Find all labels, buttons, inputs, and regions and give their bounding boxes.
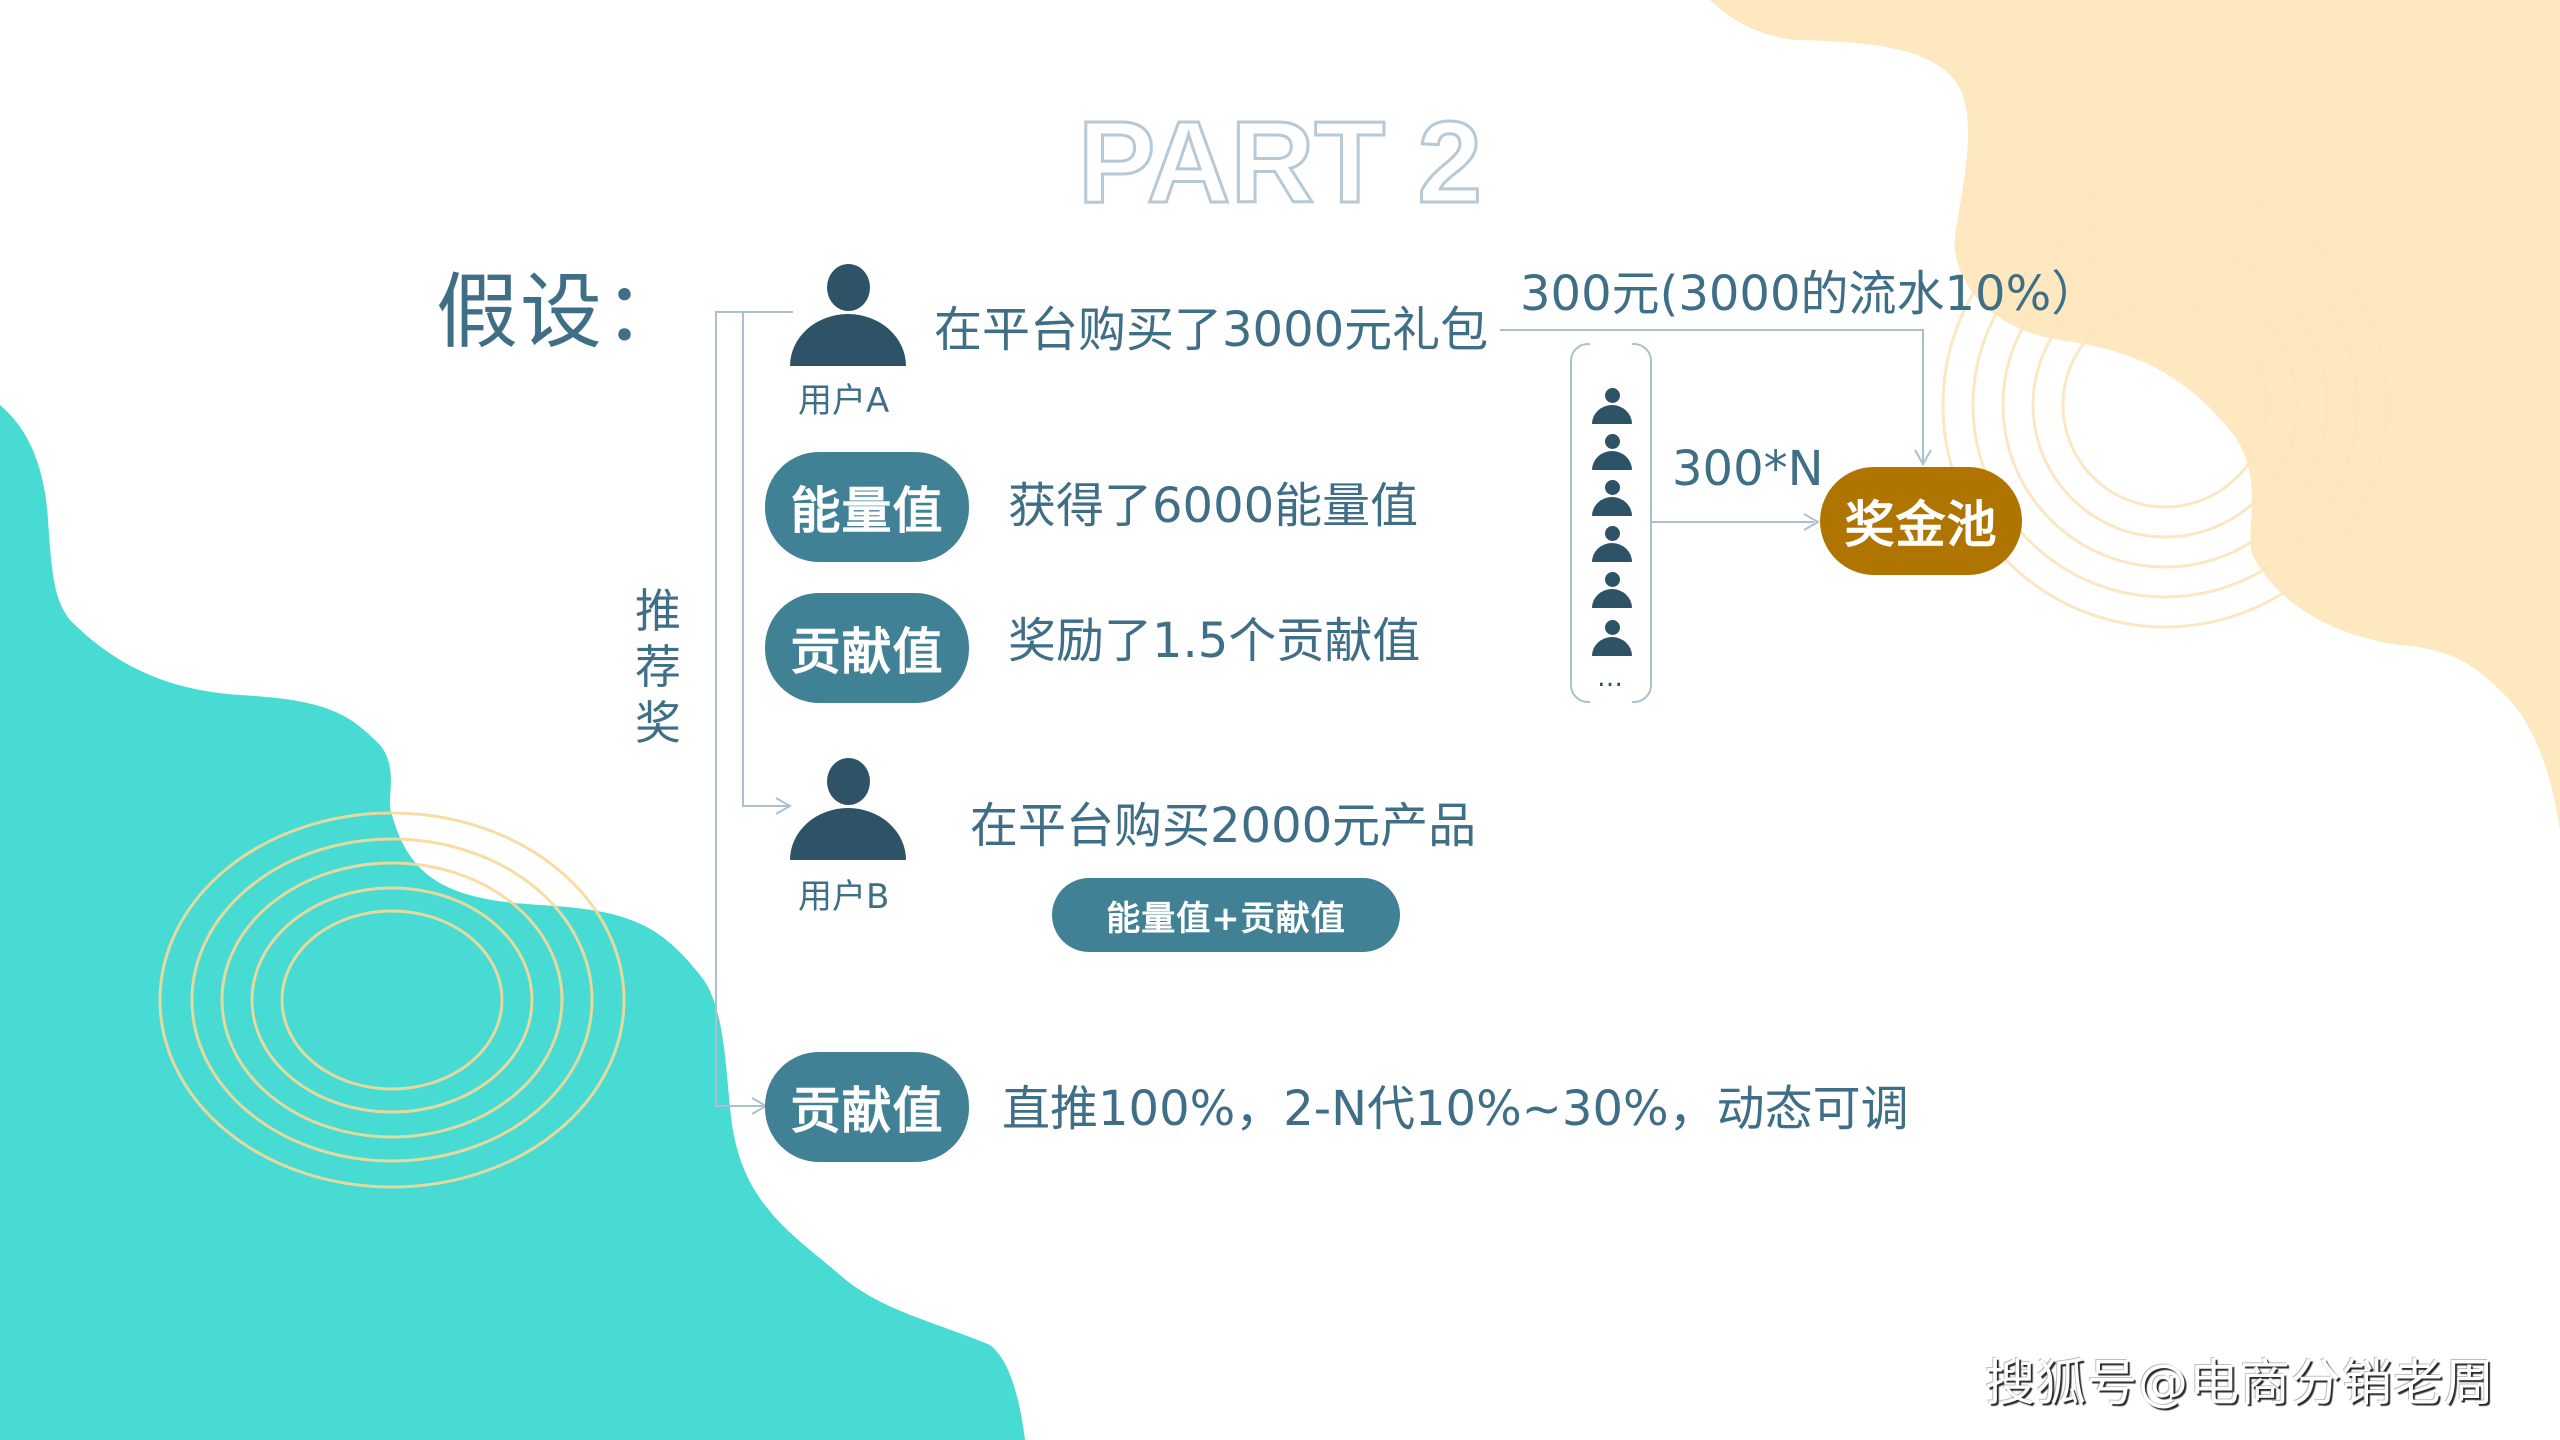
connector-user-a-to-pool-h (1500, 329, 1924, 331)
crowd-person-icon (1592, 388, 1632, 426)
referral-contribution-badge: 贡献值 (765, 1052, 969, 1162)
user-a-label: 用户A (798, 381, 890, 421)
crowd-person-icon (1592, 620, 1632, 658)
crowd-more-ellipsis: … (1597, 663, 1625, 693)
connector-outer-vertical (715, 312, 717, 1106)
connector-top-horizontal (715, 311, 793, 313)
energy-plus-contribution-badge: 能量值+贡献值 (1052, 878, 1400, 952)
energy-badge: 能量值 (765, 452, 969, 562)
crowd-amount-label: 300*N (1672, 441, 1824, 497)
bottom-left-rings (158, 811, 626, 1189)
teal-blob (0, 405, 1025, 1440)
referral-rule-text: 直推100%，2-N代10%~30%，动态可调 (1002, 1081, 1909, 1137)
crowd-person-icon (1592, 526, 1632, 564)
crowd-person-icon (1592, 480, 1632, 518)
connector-to-referral-rule (715, 1105, 765, 1107)
user-a-icon (790, 264, 906, 366)
svg-text:PART 2: PART 2 (1078, 100, 1482, 220)
watermark: 搜狐号@电商分销老周 (1985, 1354, 2495, 1412)
arrow-right-to-pool-icon (1803, 513, 1821, 531)
energy-reward-text: 获得了6000能量值 (1008, 478, 1419, 534)
contribution-badge: 贡献值 (765, 593, 969, 703)
crowd-person-icon (1592, 434, 1632, 472)
arrow-down-to-pool-icon (1914, 449, 1932, 467)
bonus-pool-badge: 奖金池 (1820, 467, 2022, 575)
arrow-to-user-b-icon (775, 797, 793, 815)
contribution-reward-text: 奖励了1.5个贡献值 (1008, 613, 1421, 669)
referral-reward-label: 推荐奖 (635, 584, 681, 751)
connector-to-user-b (742, 805, 788, 807)
connector-inner-vertical (742, 312, 744, 806)
top-right-rings (1941, 181, 2389, 629)
user-b-label: 用户B (798, 877, 890, 917)
page-heading: 假设： (436, 265, 689, 360)
cream-blob (1710, 0, 2560, 830)
pool-top-label: 300元(3000的流水10%） (1520, 266, 2100, 322)
connector-user-a-to-pool-v (1922, 329, 1924, 465)
crowd-box: … (1570, 341, 1652, 705)
connector-crowd-to-pool (1652, 521, 1814, 523)
user-b-icon (790, 758, 906, 860)
part-title: PART 2 (1077, 100, 1484, 220)
user-b-action: 在平台购买2000元产品 (970, 798, 1477, 854)
crowd-person-icon (1592, 572, 1632, 610)
user-a-action: 在平台购买了3000元礼包 (934, 302, 1489, 358)
